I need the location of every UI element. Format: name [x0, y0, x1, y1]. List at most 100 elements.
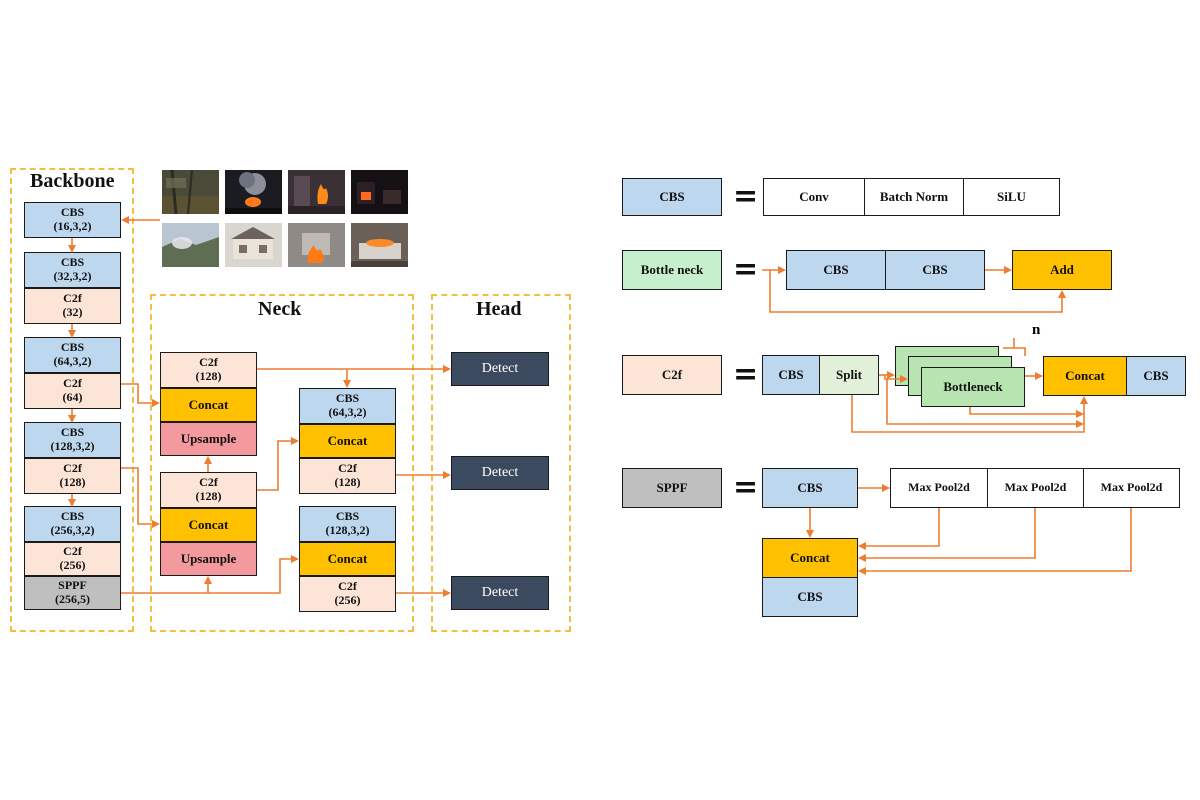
head-detect-1: Detect — [451, 352, 549, 386]
input-image-4 — [351, 170, 408, 214]
arrow-c2f-split-to-bneck-2 — [884, 375, 908, 383]
legend-bottleneck-add: Add — [1012, 250, 1112, 290]
input-image-8 — [351, 223, 408, 267]
legend-sppf-concat: Concat — [762, 538, 858, 578]
backbone-cbs-128-name: CBS — [60, 425, 85, 440]
backbone-c2f-32: C2f (32) — [24, 288, 121, 324]
legend-cbs-equals: = — [733, 179, 759, 214]
legend-c2f-bottleneck: Bottleneck — [921, 367, 1025, 407]
arrow-sppf-pool2-to-concat — [858, 508, 1036, 562]
legend-sppf: SPPF — [622, 468, 722, 508]
backbone-cbs-256: CBS (256,3,2) — [24, 506, 121, 542]
backbone-cbs-16: CBS (16,3,2) — [24, 202, 121, 238]
legend-c2f-concat: Concat — [1043, 356, 1127, 396]
legend-sppf-equals: = — [733, 470, 759, 505]
legend-bottleneck-equals: = — [733, 252, 759, 287]
neck-upsample-top: Upsample — [160, 422, 257, 456]
input-image-6 — [225, 223, 282, 267]
backbone-cbs-128-params: (128,3,2) — [50, 439, 95, 453]
backbone-cbs-32: CBS (32,3,2) — [24, 252, 121, 288]
neck-concat-r1: Concat — [299, 424, 396, 458]
backbone-cbs-32-params: (32,3,2) — [53, 269, 92, 283]
legend-c2f-n-bracket — [1003, 338, 1026, 356]
neck-c2f-mid: C2f (128) — [160, 472, 257, 508]
neck-c2f-r2-name: C2f — [338, 579, 357, 594]
neck-c2f-r1-params: (128) — [334, 475, 361, 489]
neck-c2f-top: C2f (128) — [160, 352, 257, 388]
backbone-c2f-256-name: C2f — [63, 544, 82, 559]
backbone-cbs-64-name: CBS — [60, 340, 85, 355]
neck-title: Neck — [258, 298, 302, 320]
neck-cbs-64-params: (64,3,2) — [328, 405, 367, 419]
legend-bottleneck: Bottle neck — [622, 250, 722, 290]
backbone-cbs-16-name: CBS — [60, 205, 85, 220]
input-image-7 — [288, 223, 345, 267]
backbone-cbs-32-name: CBS — [60, 255, 85, 270]
head-title: Head — [476, 298, 522, 320]
arrow-c2f128-to-concat — [121, 467, 160, 528]
arrow-c2f-skip-1 — [851, 395, 1088, 433]
legend-cbs-batchnorm: Batch Norm — [864, 178, 964, 216]
backbone-c2f-128-name: C2f — [63, 461, 82, 476]
input-image-3 — [288, 170, 345, 214]
backbone-c2f-32-params: (32) — [62, 305, 83, 319]
arrow-sppf-to-upsample — [121, 576, 212, 594]
arrow-sppf-pool1-to-concat — [858, 508, 940, 550]
legend-bottleneck-cbs-1: CBS — [786, 250, 886, 290]
backbone-c2f-64: C2f (64) — [24, 373, 121, 409]
legend-bottleneck-cbs-2: CBS — [885, 250, 985, 290]
legend-c2f: C2f — [622, 355, 722, 395]
backbone-cbs-64: CBS (64,3,2) — [24, 337, 121, 373]
arrow-sppf-to-concat-r2 — [208, 555, 299, 594]
neck-c2f-mid-name: C2f — [199, 475, 218, 490]
backbone-sppf: SPPF (256,5) — [24, 576, 121, 610]
legend-sppf-maxpool-3: Max Pool2d — [1083, 468, 1180, 508]
neck-cbs-128-params: (128,3,2) — [325, 523, 370, 537]
legend-cbs: CBS — [622, 178, 722, 216]
backbone-sppf-params: (256,5) — [55, 592, 90, 606]
neck-c2f-r2: C2f (256) — [299, 576, 396, 612]
legend-sppf-cbs-out: CBS — [762, 577, 858, 617]
legend-sppf-maxpool-2: Max Pool2d — [987, 468, 1084, 508]
backbone-title: Backbone — [30, 170, 115, 192]
legend-c2f-cbs: CBS — [762, 355, 820, 395]
neck-c2f-r2-params: (256) — [334, 593, 361, 607]
legend-c2f-split: Split — [819, 355, 879, 395]
backbone-cbs-16-params: (16,3,2) — [53, 219, 92, 233]
neck-frame — [150, 294, 414, 632]
head-frame — [431, 294, 571, 632]
backbone-frame — [10, 168, 134, 632]
neck-cbs-128: CBS (128,3,2) — [299, 506, 396, 542]
arrow-c2f-skip-3 — [969, 407, 1084, 418]
neck-concat-mid: Concat — [160, 508, 257, 542]
neck-concat-r2: Concat — [299, 542, 396, 576]
legend-c2f-n-label: n — [1032, 322, 1041, 338]
legend-sppf-maxpool-1: Max Pool2d — [890, 468, 988, 508]
neck-cbs-64: CBS (64,3,2) — [299, 388, 396, 424]
neck-c2f-mid-params: (128) — [195, 489, 222, 503]
head-detect-2: Detect — [451, 456, 549, 490]
head-detect-3: Detect — [451, 576, 549, 610]
backbone-c2f-256-params: (256) — [59, 558, 86, 572]
backbone-c2f-256: C2f (256) — [24, 542, 121, 576]
arrow-bneck-skip — [769, 270, 1066, 313]
backbone-sppf-name: SPPF — [58, 578, 87, 593]
arrow-c2f64-to-concat — [121, 383, 160, 407]
backbone-c2f-64-name: C2f — [63, 376, 82, 391]
input-image-1 — [162, 170, 219, 214]
neck-c2f-top-params: (128) — [195, 369, 222, 383]
legend-sppf-cbs: CBS — [762, 468, 858, 508]
neck-c2f-r1-name: C2f — [338, 461, 357, 476]
neck-c2f-r1: C2f (128) — [299, 458, 396, 494]
legend-c2f-cbs-out: CBS — [1126, 356, 1186, 396]
backbone-c2f-32-name: C2f — [63, 291, 82, 306]
backbone-cbs-128: CBS (128,3,2) — [24, 422, 121, 458]
backbone-c2f-128: C2f (128) — [24, 458, 121, 494]
backbone-cbs-256-params: (256,3,2) — [50, 523, 95, 537]
legend-c2f-equals: = — [733, 357, 759, 392]
neck-cbs-128-name: CBS — [335, 509, 360, 524]
neck-concat-top: Concat — [160, 388, 257, 422]
arrow-c2fmid-to-concat-r1 — [257, 437, 299, 491]
arrow-sppf-pool3-to-concat — [858, 508, 1132, 575]
